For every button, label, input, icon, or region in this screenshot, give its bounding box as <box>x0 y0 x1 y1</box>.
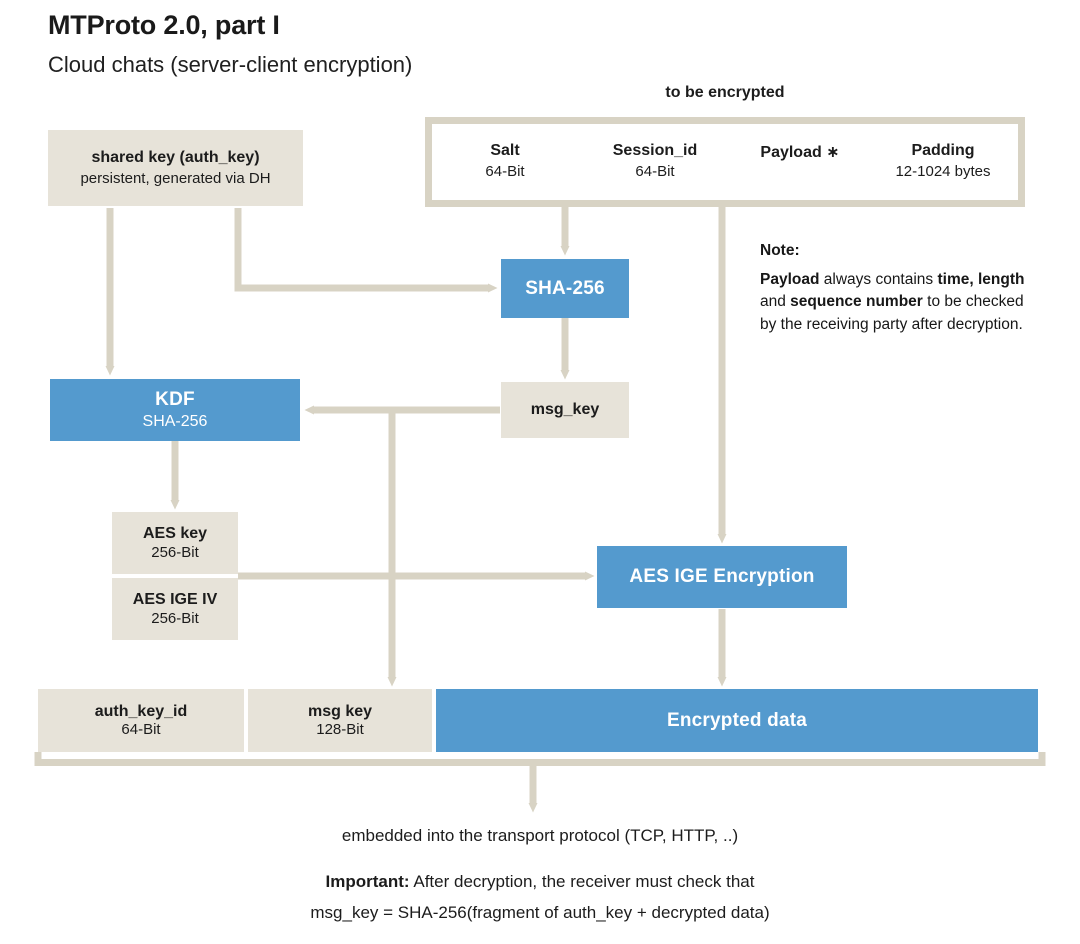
output-msg-key-box[interactable]: msg key 128-Bit <box>248 689 432 752</box>
to-be-encrypted-caption: to be encrypted <box>665 84 785 101</box>
shared-key-sub: persistent, generated via DH <box>80 169 271 187</box>
field-salt-name: Salt <box>490 142 520 159</box>
kdf-sub: SHA-256 <box>142 413 208 431</box>
field-payload[interactable]: Payload ∗ <box>735 142 865 165</box>
page-title: MTProto 2.0, part I <box>48 10 280 40</box>
formula-line: msg_key = SHA-256(fragment of auth_key +… <box>310 903 770 922</box>
note-block: Note: Payload always contains time, leng… <box>760 240 1030 337</box>
shared-key-title: shared key (auth_key) <box>91 149 260 167</box>
auth-key-id-size: 64-Bit <box>121 721 161 739</box>
transport-caption: embedded into the transport protocol (TC… <box>341 826 739 845</box>
sha256-box[interactable]: SHA-256 <box>501 259 629 318</box>
aes-ige-iv-box[interactable]: AES IGE IV 256-Bit <box>112 578 238 640</box>
arrow-sharedkey-to-sha256 <box>234 208 498 293</box>
auth-key-id-box[interactable]: auth_key_id 64-Bit <box>38 689 244 752</box>
aes-iv-size: 256-Bit <box>151 609 199 627</box>
note-text-4: party after decryption. <box>872 315 1023 333</box>
aes-ige-label: AES IGE Encryption <box>629 566 815 588</box>
field-payload-name: Payload ∗ <box>760 144 840 161</box>
note-text-2: and <box>760 293 791 311</box>
important-line: Important: After decryption, the receive… <box>0 872 1080 892</box>
aes-key-name: AES key <box>142 525 208 543</box>
field-session-id-name: Session_id <box>612 142 698 159</box>
encrypted-data-box[interactable]: Encrypted data <box>436 689 1038 752</box>
note-text-3: to be checked by the receiving <box>760 293 1024 333</box>
msg-key-box[interactable]: msg_key <box>501 382 629 438</box>
field-session-id[interactable]: Session_id 64-Bit <box>590 142 720 180</box>
field-session-id-size: 64-Bit <box>635 163 675 180</box>
note-term-length: length <box>977 270 1025 288</box>
bracket-bottom <box>34 752 1046 766</box>
field-salt[interactable]: Salt 64-Bit <box>440 142 570 180</box>
aes-iv-name: AES IGE IV <box>132 591 218 609</box>
aes-ige-encryption-box[interactable]: AES IGE Encryption <box>597 546 847 608</box>
shared-key-box[interactable]: shared key (auth_key) persistent, genera… <box>48 130 303 206</box>
aes-key-box[interactable]: AES key 256-Bit <box>112 512 238 574</box>
kdf-box[interactable]: KDF SHA-256 <box>50 379 300 441</box>
aes-key-size: 256-Bit <box>151 543 199 561</box>
note-term-seqnum: sequence number <box>790 293 923 311</box>
important-label: Important: <box>325 872 410 891</box>
field-padding-size: 12-1024 bytes <box>895 163 991 180</box>
auth-key-id-name: auth_key_id <box>94 702 188 720</box>
output-msg-key-size: 128-Bit <box>316 721 364 739</box>
page-subtitle: Cloud chats (server-client encryption) <box>48 52 413 77</box>
note-term-payload: Payload <box>760 270 820 288</box>
important-text: After decryption, the receiver must chec… <box>409 872 755 891</box>
note-text-1: always contains <box>819 270 938 288</box>
note-body: Payload always contains time, length and… <box>760 269 1030 337</box>
note-term-time: time, <box>937 270 974 288</box>
note-heading: Note: <box>760 242 800 259</box>
field-padding-name: Padding <box>911 142 975 159</box>
output-msg-key-name: msg key <box>307 702 373 720</box>
kdf-title: KDF <box>155 389 195 411</box>
encrypted-data-label: Encrypted data <box>666 709 808 731</box>
field-padding[interactable]: Padding 12-1024 bytes <box>873 142 1013 180</box>
field-salt-size: 64-Bit <box>485 163 525 180</box>
sha256-label: SHA-256 <box>525 277 605 299</box>
msg-key-label: msg_key <box>530 401 600 419</box>
